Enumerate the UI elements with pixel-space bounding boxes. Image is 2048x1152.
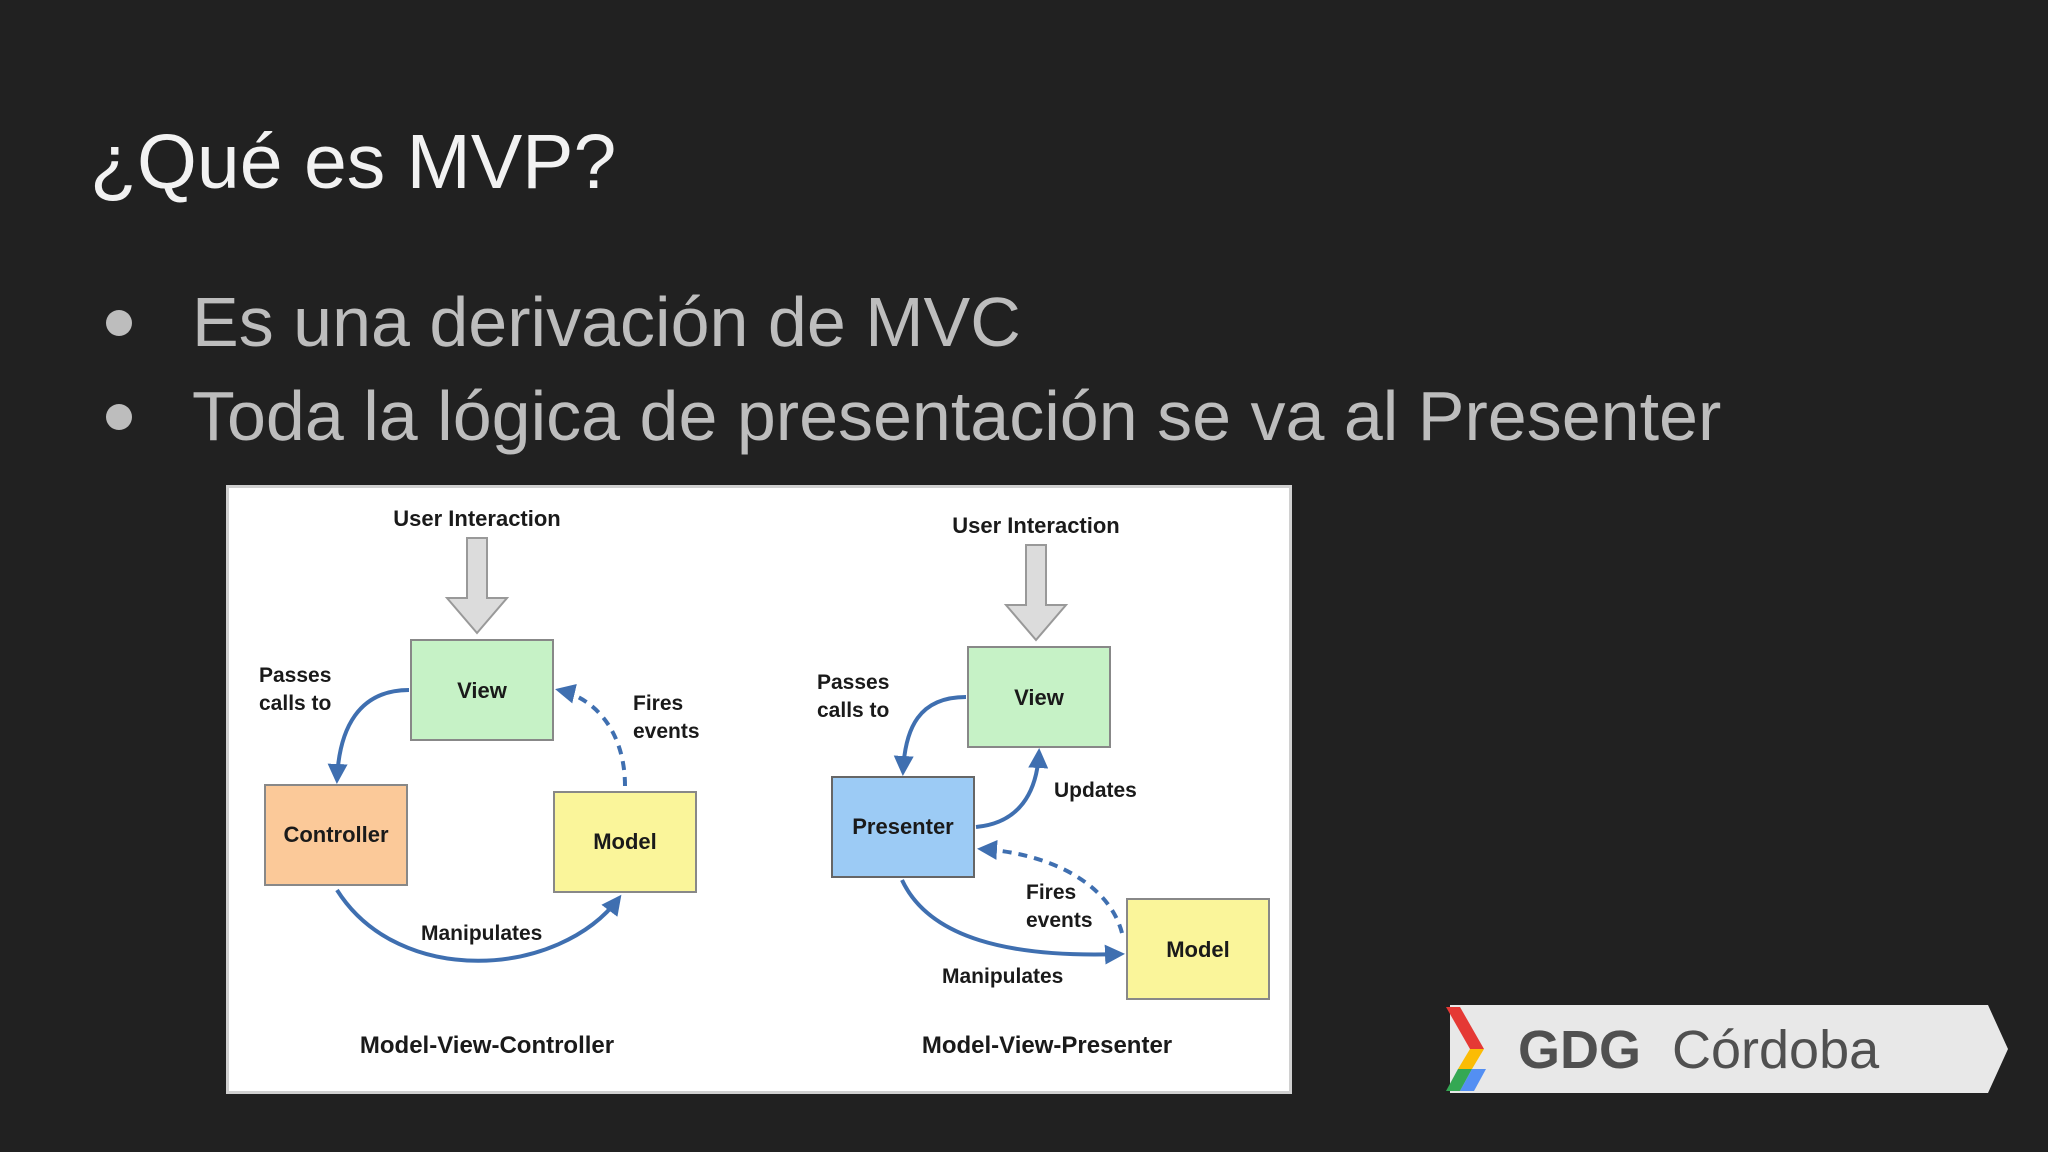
mvc-controller-box [264,784,408,886]
mvc-manipulates-arrow [335,888,622,963]
mvp-fires-label-line2: events [1026,909,1093,932]
mvp-updates-arrow [975,748,1049,829]
mvc-passes-arrow [327,688,410,784]
gdg-city-text: Córdoba [1672,1020,1880,1080]
bullet-text: Toda la lógica de presentación se va al … [192,377,1722,455]
slide-title: ¿Qué es MVP? [90,119,617,205]
mvc-fires-label-line1: Fires [633,692,683,715]
bullet-dot-icon [106,310,132,336]
mvc-model-label: Model [593,829,657,854]
mvc-diagram: User Interaction View Controller Model P… [259,506,700,1059]
mvp-manipulates-label: Manipulates [942,965,1063,988]
mvp-user-interaction-label: User Interaction [952,513,1120,538]
bullet-text: Es una derivación de MVC [192,283,1021,361]
mvc-user-interaction-label: User Interaction [393,506,561,531]
gdg-cordoba-badge: GDG Córdoba [1440,1003,2010,1100]
mvc-fires-label-line2: events [633,720,700,743]
mvc-user-interaction-arrow-icon [444,537,510,635]
mvp-view-label: View [1014,685,1065,710]
mvc-controller-label: Controller [283,822,389,847]
mvc-view-box [410,639,554,741]
mvp-diagram: User Interaction View Presenter Model Pa… [817,513,1270,1059]
diagram-svg: User Interaction View Controller Model P… [259,506,1270,1059]
gdg-badge-banner [1450,1005,2008,1093]
mvc-model-box [553,791,697,893]
mvc-fires-events-arrow [555,683,627,787]
mvp-passes-label-line2: calls to [817,699,889,722]
mvc-mvp-diagram: User Interaction View Controller Model P… [226,485,1292,1094]
mvp-model-label: Model [1166,937,1230,962]
mvc-manipulates-label: Manipulates [421,922,542,945]
mvc-caption: Model-View-Controller [360,1032,614,1059]
mvp-passes-label-line1: Passes [817,671,889,694]
bullet-dot-icon [106,404,132,430]
mvp-model-box [1126,898,1270,1000]
mvc-passes-label-line1: Passes [259,664,331,687]
mvc-passes-label-line2: calls to [259,692,331,715]
gdg-chevron-logo-icon [1446,1007,1486,1091]
gdg-badge-svg: GDG Córdoba [1446,1005,2008,1093]
mvp-presenter-box [831,776,975,878]
mvp-caption: Model-View-Presenter [922,1032,1172,1059]
mvp-view-box [967,646,1111,748]
mvp-presenter-label: Presenter [852,814,954,839]
mvc-view-label: View [457,678,508,703]
gdg-brand-text: GDG [1518,1020,1641,1080]
mvp-updates-label: Updates [1054,779,1137,802]
mvp-fires-events-arrow [977,839,1124,934]
mvp-manipulates-arrow [900,879,1125,965]
mvp-user-interaction-arrow-icon [1003,544,1069,642]
mvp-passes-arrow [893,695,967,776]
mvp-fires-label-line1: Fires [1026,881,1076,904]
